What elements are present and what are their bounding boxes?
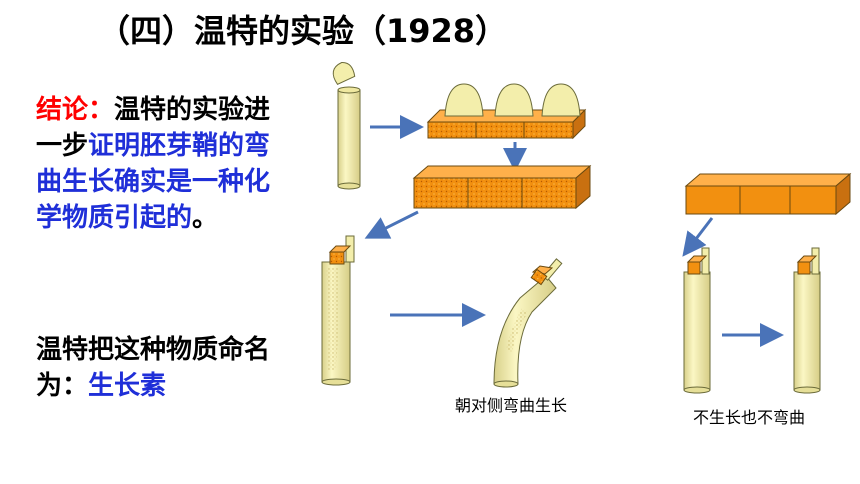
naming-intro: 温特把这种物质命名为：	[36, 335, 271, 401]
conclusion-highlight: 证明胚芽鞘的弯曲生长确实是一种化学物质引起的	[36, 131, 271, 233]
arrow-icon	[364, 210, 419, 239]
control-coleoptile-result	[793, 247, 821, 394]
arrow-icon	[682, 217, 714, 257]
conclusion-text: 结论：温特的实验进一步证明胚芽鞘的弯曲生长确实是一种化学物质引起的。	[36, 92, 286, 236]
caption-bend: 朝对侧弯曲生长	[455, 396, 568, 415]
control-agar-block	[684, 172, 852, 216]
conclusion-label: 结论：	[36, 95, 115, 125]
conclusion-intro: 温特的实验进一步	[36, 95, 271, 161]
bent-coleoptile	[493, 258, 563, 388]
caption-no-growth: 不生长也不弯曲	[693, 408, 806, 427]
agar-block-with-tips	[426, 83, 587, 140]
hormone-name: 生长素	[88, 371, 167, 401]
control-coleoptile-start	[683, 247, 711, 394]
page-title: （四）温特的实验（1928）	[98, 12, 508, 50]
coleoptile-block-one-side	[321, 235, 355, 386]
coleoptile-with-tip	[332, 62, 361, 190]
conclusion-end: 。	[192, 203, 219, 233]
naming-text: 温特把这种物质命名为：生长素	[36, 332, 286, 404]
treated-agar-block	[412, 164, 592, 210]
